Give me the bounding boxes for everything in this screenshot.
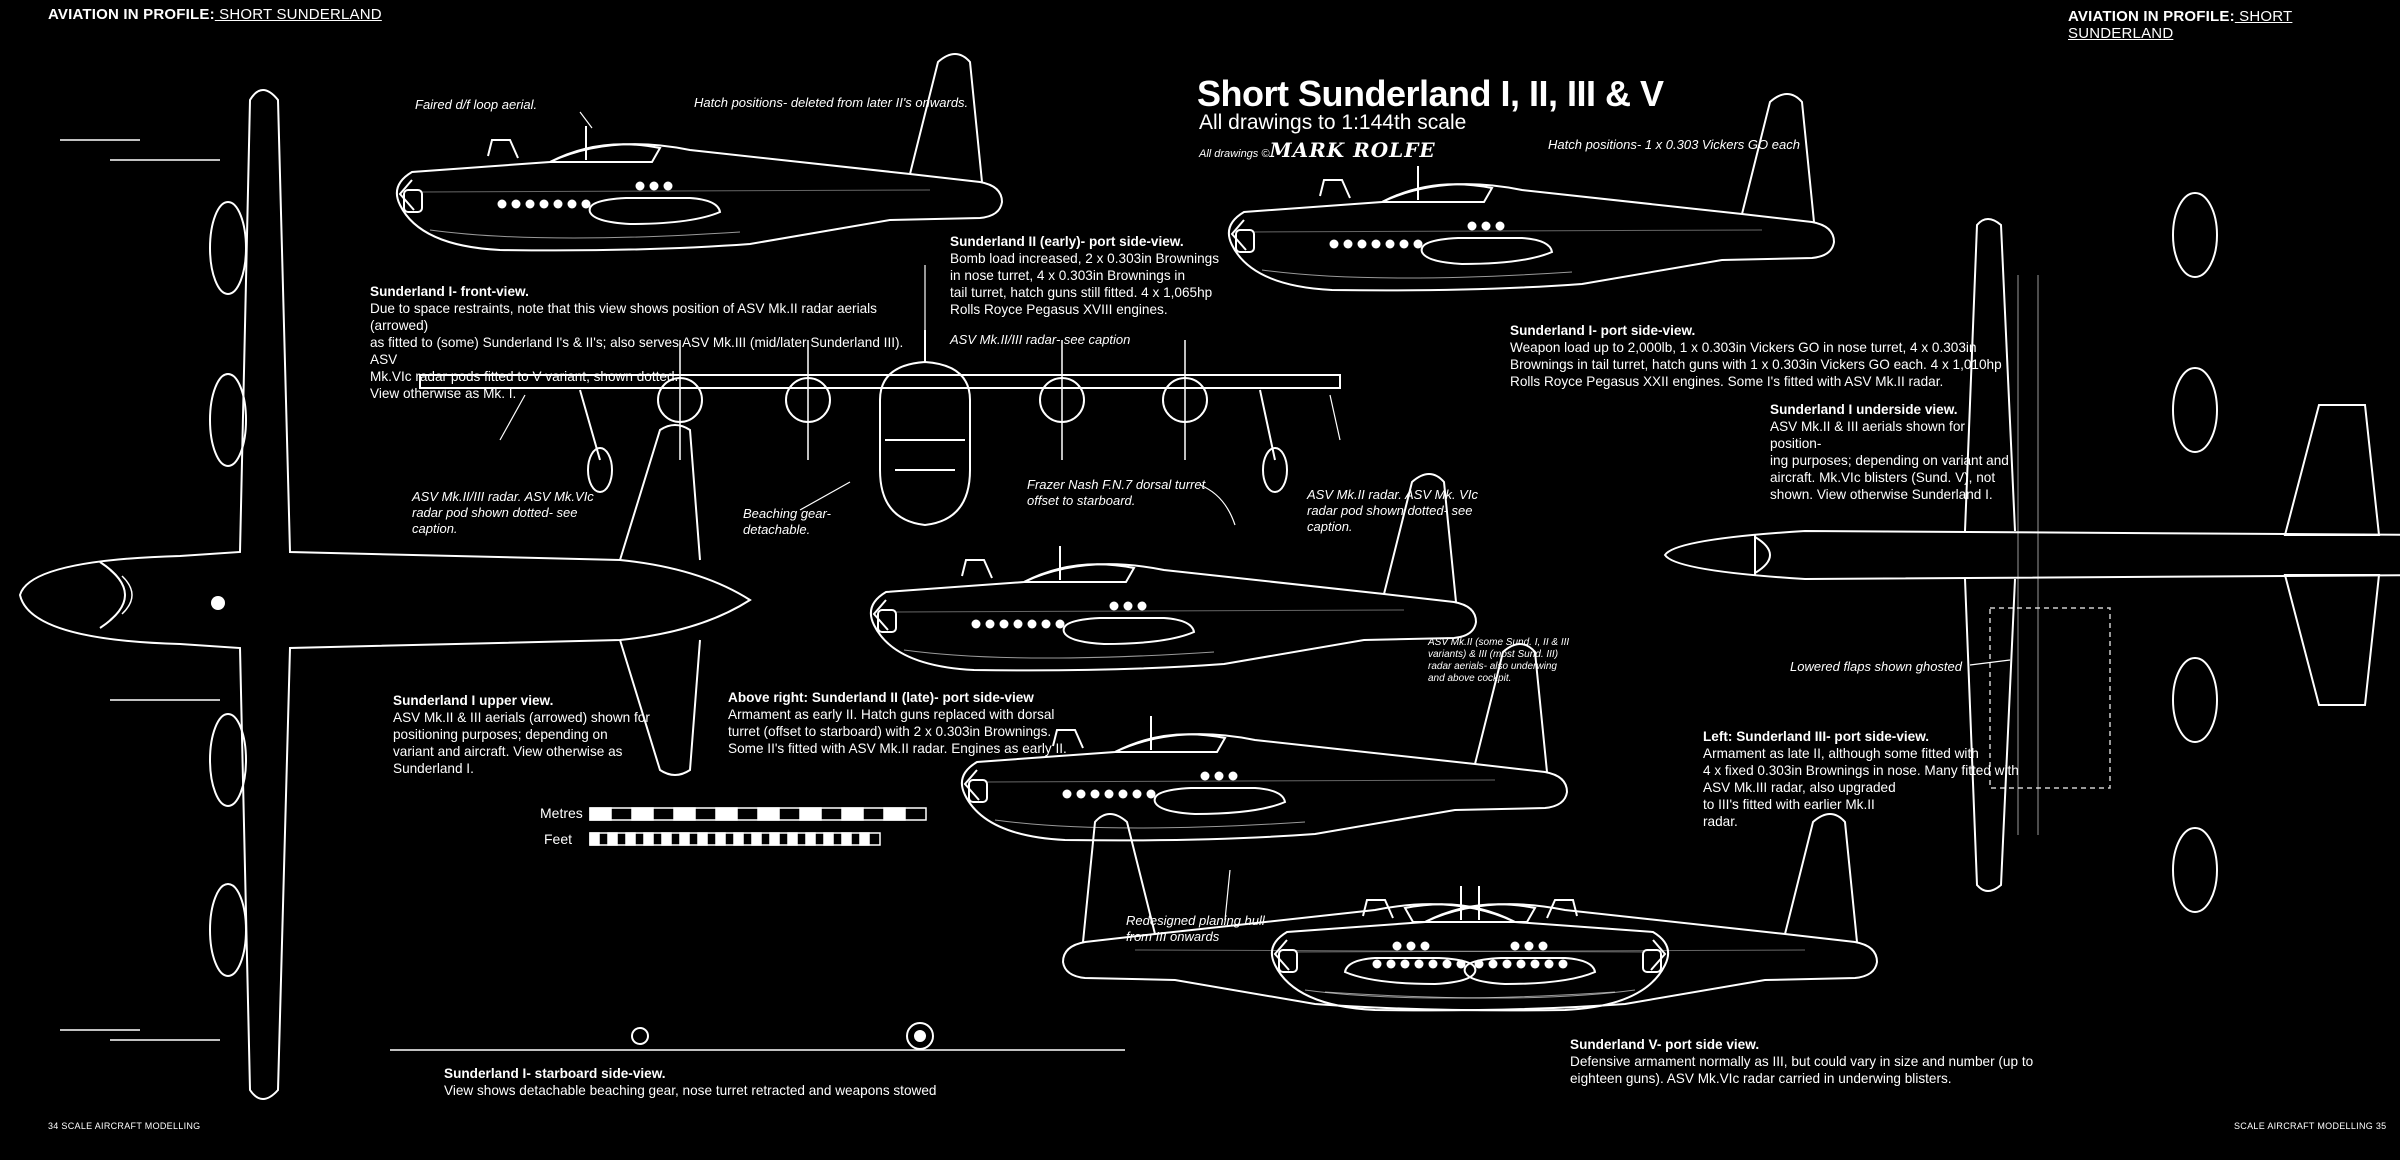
folio-left: 34 SCALE AIRCRAFT MODELLING: [48, 1121, 201, 1131]
page-header-right: AVIATION IN PROFILE: SHORT SUNDERLAND: [2068, 8, 2293, 42]
annotation-hatch-deleted: Hatch positions- deleted from later II's…: [694, 95, 969, 110]
caption-upper-view: Sunderland I upper view. ASV Mk.II & III…: [393, 693, 650, 776]
caption-underside-view: Sunderland I underside view. ASV Mk.II &…: [1770, 402, 2009, 502]
caption-sunderland-i-port: Sunderland I- port side-view. Weapon loa…: [1510, 323, 2002, 389]
scale-label-feet: Feet: [544, 831, 573, 847]
annotation-hatch-vickers: Hatch positions- 1 x 0.303 Vickers GO ea…: [1548, 137, 1800, 152]
caption-sunderland-iii: Left: Sunderland III- port side-view. Ar…: [1703, 729, 2019, 829]
annotation-asv-pod-left: ASV Mk.II/III radar. ASV Mk.VIc radar po…: [412, 489, 594, 536]
caption-sunderland-ii-late: Above right: Sunderland II (late)- port …: [728, 690, 1067, 756]
annotation-lowered-flaps: Lowered flaps shown ghosted: [1790, 659, 1963, 674]
scale-bar: [589, 807, 927, 846]
annotation-asv-pod-right: ASV Mk.II radar. ASV Mk. VIc radar pod s…: [1307, 487, 1478, 534]
caption-sunderland-v: Sunderland V- port side view. Defensive …: [1570, 1037, 2034, 1086]
scale-label-metres: Metres: [540, 805, 583, 821]
annotation-beaching-gear: Beaching gear- detachable.: [743, 506, 831, 537]
upper-view-drawing: [18, 89, 752, 1100]
page-title: Short Sunderland I, II, III & V: [1197, 73, 1664, 114]
leader-lines: [499, 111, 2011, 921]
front-view-drawing: [419, 330, 1341, 527]
folio-right: SCALE AIRCRAFT MODELLING 35: [2234, 1121, 2387, 1131]
annotation-asv-aerials: ASV Mk.II (some Sund. I, II & III varian…: [1428, 637, 1570, 684]
drawings-credit: All drawings ©MARK ROLFE: [1199, 138, 1436, 162]
annotation-asv-radar: ASV Mk.II/III radar- see caption: [950, 332, 1131, 347]
page-subtitle: All drawings to 1:144th scale: [1199, 111, 1467, 134]
annotation-frazer-nash-turret: Frazer Nash F.N.7 dorsal turret offset t…: [1027, 477, 1206, 508]
annotation-df-loop: Faired d/f loop aerial.: [415, 97, 538, 112]
beaching-gear: [390, 1022, 1125, 1051]
caption-front-view: Sunderland I- front-view. Due to space r…: [370, 284, 904, 401]
sunderland-ii-early-side-drawing: [395, 53, 1003, 252]
underside-view-drawing: [1664, 192, 2400, 913]
page-header-left: AVIATION IN PROFILE: SHORT SUNDERLAND: [48, 6, 382, 23]
caption-starboard-view: Sunderland I- starboard side-view. View …: [444, 1066, 937, 1098]
annotation-planing-hull: Redesigned planing hull from III onwards: [1126, 913, 1265, 944]
caption-sunderland-ii-early: Sunderland II (early)- port side-view. B…: [950, 234, 1220, 317]
artist-signature: MARK ROLFE: [1269, 138, 1436, 162]
